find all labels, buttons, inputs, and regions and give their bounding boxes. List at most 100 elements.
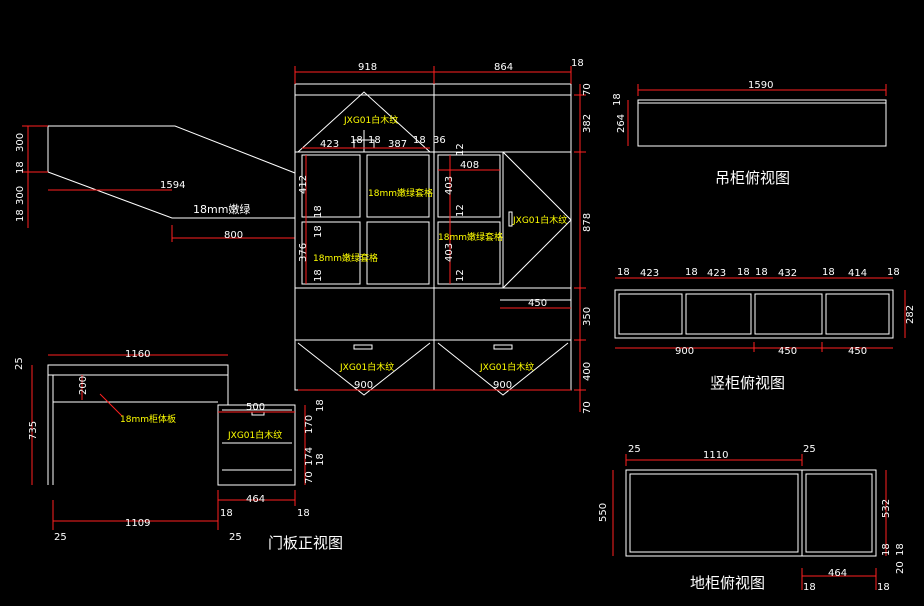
dim-18-v3: 18 (313, 269, 324, 282)
dim-1594: 1594 (160, 180, 185, 191)
dim-18-v-6: 18 (887, 267, 900, 278)
label-frame-3: 18mm嫩绿套格 (438, 231, 503, 243)
dim-400: 400 (582, 362, 593, 381)
dim-423: 423 (320, 139, 339, 150)
dim-18-floor3: 18 (803, 582, 816, 593)
dim-878: 878 (582, 213, 593, 232)
label-body-board: 18mm柜体板 (120, 413, 176, 425)
dim-25-desk2: 25 (54, 532, 67, 543)
dim-12a: 12 (455, 143, 466, 156)
dim-25-desk: 25 (14, 357, 25, 370)
dim-450-v2: 450 (848, 346, 867, 357)
dim-170: 170 (304, 415, 315, 434)
dim-735: 735 (28, 421, 39, 440)
dim-382: 382 (582, 114, 593, 133)
dim-550: 550 (598, 503, 609, 522)
label-white-br: JXG01白木纹 (479, 361, 534, 373)
label-white-right: JXG01白木纹 (512, 214, 567, 226)
label-green-shelf: 18mm嫩绿 (193, 202, 250, 216)
dim-414: 414 (848, 268, 867, 279)
dim-70-top: 70 (582, 83, 593, 96)
dim-532: 532 (881, 499, 892, 518)
dim-800: 800 (224, 230, 243, 241)
dim-18-desk2: 18 (297, 508, 310, 519)
dim-300b: 300 (15, 186, 26, 205)
dim-423-v2: 423 (707, 268, 726, 279)
dim-18-top: 18 (571, 58, 584, 69)
dim-450-v1: 450 (778, 346, 797, 357)
dim-18-c3: 18 (413, 135, 426, 146)
dim-18a: 18 (15, 161, 26, 174)
vertical-cabinet-top (614, 277, 906, 352)
dim-403b: 403 (444, 243, 455, 262)
title-door-front: 门板正视图 (268, 534, 343, 552)
dim-25-floor1: 25 (628, 444, 641, 455)
dim-36: 36 (433, 135, 446, 146)
dim-18-v2: 18 (313, 225, 324, 238)
dim-1110: 1110 (703, 450, 728, 461)
dim-18-v-5: 18 (822, 267, 835, 278)
dim-900-r: 900 (493, 380, 512, 391)
dim-18-drawer: 18 (315, 399, 326, 412)
dim-25-desk3: 25 (229, 532, 242, 543)
dim-174: 174 (304, 447, 315, 466)
title-hanging-top: 吊柜俯视图 (715, 169, 790, 187)
dim-387: 387 (388, 139, 407, 150)
dim-432: 432 (778, 268, 797, 279)
title-floor-top: 地柜俯视图 (690, 574, 765, 592)
dim-20-floor: 20 (895, 561, 906, 574)
floor-cabinet-top (612, 454, 887, 590)
dim-900-l: 900 (354, 380, 373, 391)
desk-front (31, 354, 306, 530)
dim-18-hang: 18 (612, 93, 623, 106)
dim-1590: 1590 (748, 80, 773, 91)
dim-18-v-3: 18 (737, 267, 750, 278)
dim-12b: 12 (455, 204, 466, 217)
dim-464-desk: 464 (246, 494, 265, 505)
label-white-top: JXG01白木纹 (343, 114, 398, 126)
wall-cabinet-outline (294, 83, 572, 396)
dim-264: 264 (616, 114, 627, 133)
dim-200: 200 (78, 376, 89, 395)
dim-464-floor: 464 (828, 568, 847, 579)
dim-18-v1: 18 (313, 205, 324, 218)
dim-18-v-4: 18 (755, 267, 768, 278)
dim-918: 918 (358, 62, 377, 73)
hanging-cabinet-top (627, 84, 887, 147)
dim-25-floor2: 25 (803, 444, 816, 455)
dim-18-v-1: 18 (617, 267, 630, 278)
dim-900-v: 900 (675, 346, 694, 357)
dim-18-c1: 18 (350, 135, 363, 146)
dim-450-cab: 450 (528, 298, 547, 309)
dim-282: 282 (905, 305, 916, 324)
dim-18-floor4: 18 (877, 582, 890, 593)
dim-18b: 18 (15, 209, 26, 222)
dim-864: 864 (494, 62, 513, 73)
dim-70-bottom: 70 (582, 401, 593, 414)
title-vertical-top: 竖柜俯视图 (710, 374, 785, 392)
label-frame-2: 18mm嫩绿套格 (313, 252, 378, 264)
dim-18-floor2: 18 (895, 543, 906, 556)
dim-18-c2: 18 (368, 135, 381, 146)
dim-70-drawer: 70 (304, 471, 315, 484)
dim-423-v1: 423 (640, 268, 659, 279)
label-frame-1: 18mm嫩绿套格 (368, 187, 433, 199)
dim-18-v-2: 18 (685, 267, 698, 278)
dim-18-drawer2: 18 (315, 453, 326, 466)
dim-12c: 12 (455, 269, 466, 282)
dim-1160: 1160 (125, 349, 150, 360)
dim-500: 500 (246, 402, 265, 413)
dim-300a: 300 (15, 133, 26, 152)
dim-1109: 1109 (125, 518, 150, 529)
dim-403a: 403 (444, 176, 455, 195)
dim-350: 350 (582, 307, 593, 326)
dim-376: 376 (298, 243, 309, 262)
label-white-drawer: JXG01白木纹 (227, 429, 282, 441)
dim-412: 412 (298, 175, 309, 194)
label-white-bl: JXG01白木纹 (339, 361, 394, 373)
dim-18-desk1: 18 (220, 508, 233, 519)
desk-side-shelf (22, 125, 296, 242)
dim-408: 408 (460, 160, 479, 171)
cabinet-dimension-lines (294, 66, 586, 412)
